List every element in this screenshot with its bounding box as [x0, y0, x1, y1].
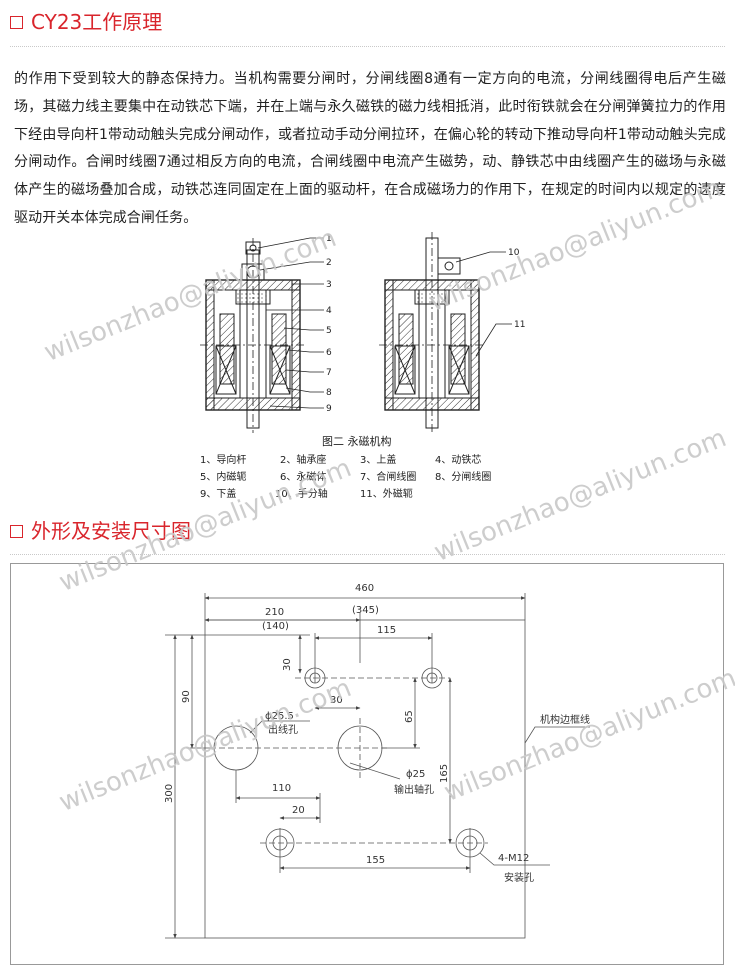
dim-460: 460	[355, 583, 374, 594]
figure-caption: 图二 永磁机构	[322, 434, 392, 448]
callout-labels-right: 10 11	[508, 248, 525, 330]
dim-phi-25: ϕ25	[406, 769, 425, 780]
dim-140: (140)	[262, 621, 289, 632]
section-title-principle: CY23工作原理	[31, 10, 163, 34]
dim-30-horizontal: 30	[330, 695, 343, 706]
callout-leaders-right	[455, 251, 512, 357]
checkbox-square-icon	[10, 15, 23, 29]
section-header-principle: CY23工作原理	[10, 10, 162, 34]
figure-permanent-magnet-mechanism: 1 2 3 4 5 6 7 8 9 10 11 图二 永	[200, 232, 525, 500]
section-divider	[10, 554, 725, 555]
principle-paragraph: 的作用下受到较大的静态保持力。当机构需要分闸时，分闸线圈8通有一定方向的电流，分…	[14, 71, 726, 226]
legend-item: 1、导向杆	[200, 453, 246, 466]
callout-1: 1	[326, 234, 332, 244]
callout-5: 5	[326, 326, 332, 336]
dim-30-vertical: 30	[282, 658, 293, 671]
callout-9: 9	[326, 404, 332, 414]
installation-dimension-drawing: 460 (345) 210 (140) 115 30 30 90 65 ϕ25.…	[10, 563, 724, 965]
dim-65: 65	[404, 710, 415, 723]
legend-item: 10、手分轴	[275, 487, 328, 500]
section-title-dimensions: 外形及安装尺寸图	[31, 519, 191, 543]
callout-4: 4	[326, 306, 332, 316]
legend-item: 4、动铁芯	[435, 453, 481, 466]
label-mount-spec: 4-M12	[498, 853, 529, 864]
callout-leaders	[257, 237, 324, 409]
dim-115: 115	[377, 625, 396, 636]
mechanism-left-drawing	[200, 238, 306, 433]
dim-210: 210	[265, 607, 284, 618]
callout-8: 8	[326, 388, 332, 398]
label-mount-hole: 安装孔	[504, 871, 534, 884]
label-cable-hole: 出线孔	[268, 723, 298, 736]
callout-3: 3	[326, 280, 332, 290]
legend-item: 2、轴承座	[280, 453, 326, 466]
dim-165: 165	[439, 764, 450, 783]
section-divider	[10, 46, 725, 47]
mechanism-right-drawing	[379, 232, 485, 433]
callout-11: 11	[514, 320, 525, 330]
dim-110: 110	[272, 783, 291, 794]
label-frame-line: 机构边框线	[540, 713, 590, 726]
label-output-shaft-hole: 输出轴孔	[394, 783, 434, 796]
legend-item: 9、下盖	[200, 487, 236, 500]
legend-item: 6、永磁体	[280, 470, 326, 483]
dim-300: 300	[164, 784, 175, 803]
figure-legend: 1、导向杆 2、轴承座 3、上盖 4、动铁芯 5、内磁轭 6、永磁体 7、合闸线…	[200, 453, 491, 500]
callout-10: 10	[508, 248, 520, 258]
dim-20: 20	[292, 805, 305, 816]
callout-7: 7	[326, 368, 332, 378]
dim-345: (345)	[352, 605, 379, 616]
dim-90: 90	[181, 690, 192, 703]
callout-6: 6	[326, 348, 332, 358]
checkbox-square-icon	[10, 524, 23, 538]
legend-item: 8、分闸线圈	[435, 470, 491, 483]
dim-phi-25-5: ϕ25.5	[265, 711, 294, 722]
section-header-dimensions: 外形及安装尺寸图	[10, 519, 191, 543]
dim-155: 155	[366, 855, 385, 866]
legend-item: 3、上盖	[360, 453, 396, 466]
legend-item: 11、外磁轭	[360, 487, 413, 500]
legend-item: 5、内磁轭	[200, 470, 246, 483]
legend-item: 7、合闸线圈	[360, 470, 416, 483]
callout-labels-left: 1 2 3 4 5 6 7 8 9	[326, 234, 332, 414]
callout-2: 2	[326, 258, 332, 268]
